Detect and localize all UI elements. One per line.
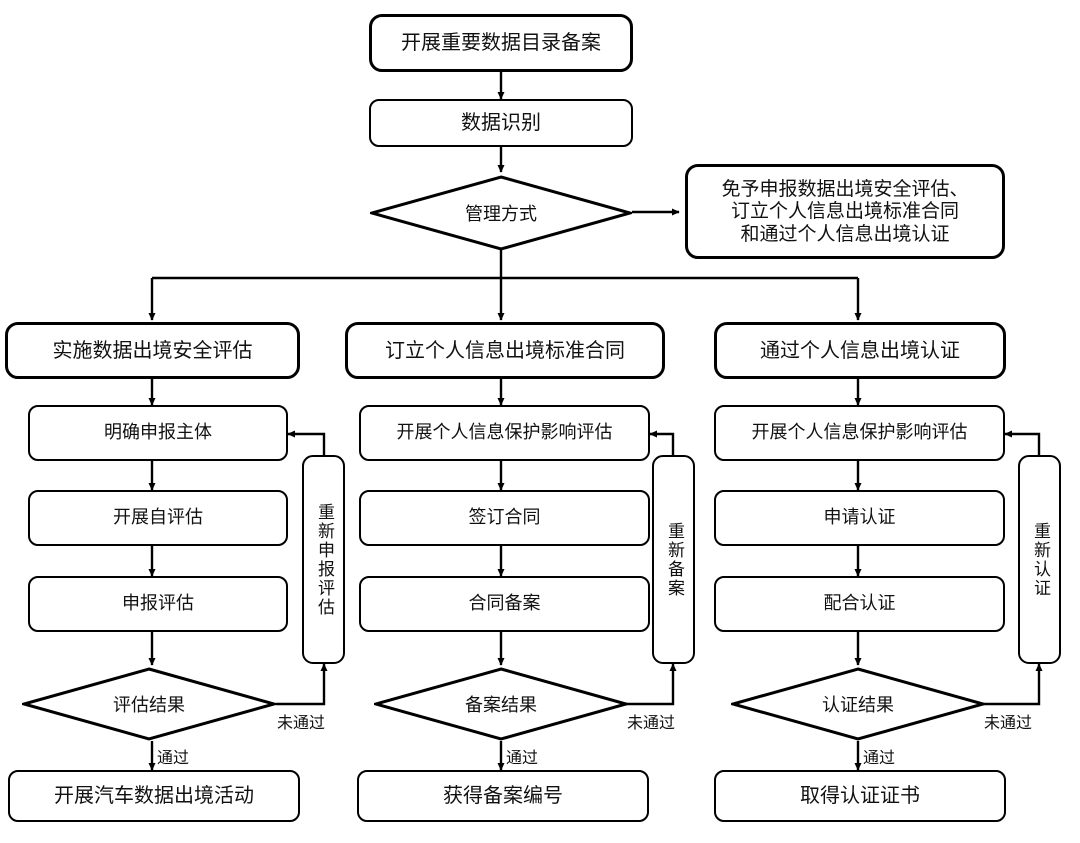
result-box-c1[interactable]: 开展汽车数据出境活动 — [8, 770, 300, 822]
edge-label-c2-pass: 通过 — [506, 748, 539, 767]
decision-c2-filing-result[interactable]: 备案结果 — [374, 667, 628, 741]
edge-label-c3-fail: 未通过 — [984, 713, 1033, 732]
decision-label: 备案结果 — [465, 695, 537, 716]
loop-box-c2-refile[interactable]: 重新备案 — [652, 455, 695, 664]
step-box-c1-s1[interactable]: 明确申报主体 — [28, 405, 288, 461]
column-header-security-assessment[interactable]: 实施数据出境安全评估 — [5, 322, 300, 379]
step-box-c3-s2[interactable]: 申请认证 — [714, 490, 1005, 546]
decision-c1-assessment-result[interactable]: 评估结果 — [22, 667, 276, 741]
step-box-c2-s3[interactable]: 合同备案 — [359, 576, 650, 632]
diamond-shape — [731, 667, 985, 741]
loop-box-c1-reapply[interactable]: 重新申报评估 — [302, 455, 345, 664]
edge-label-c2-fail: 未通过 — [627, 713, 676, 732]
edge-label-c3-pass: 通过 — [863, 748, 896, 767]
decision-label: 认证结果 — [822, 695, 894, 716]
column-header-standard-contract[interactable]: 订立个人信息出境标准合同 — [345, 322, 665, 379]
step-box-c1-s2[interactable]: 开展自评估 — [28, 490, 288, 546]
edge-label-c1-fail: 未通过 — [277, 713, 326, 732]
step-box-c2-s1[interactable]: 开展个人信息保护影响评估 — [359, 405, 650, 461]
exemption-box[interactable]: 免予申报数据出境安全评估、 订立个人信息出境标准合同 和通过个人信息出境认证 — [685, 164, 1005, 259]
result-box-c3[interactable]: 取得认证证书 — [714, 770, 1006, 822]
column-header-certification[interactable]: 通过个人信息出境认证 — [714, 322, 1006, 379]
start-box-important-data-catalog[interactable]: 开展重要数据目录备案 — [369, 14, 633, 72]
decision-management-method[interactable]: 管理方式 — [370, 175, 632, 251]
edge-label-c1-pass: 通过 — [157, 748, 190, 767]
diamond-shape — [22, 667, 276, 741]
step-box-c1-s3[interactable]: 申报评估 — [28, 576, 288, 632]
decision-c3-certification-result[interactable]: 认证结果 — [731, 667, 985, 741]
step-box-c3-s3[interactable]: 配合认证 — [714, 576, 1005, 632]
result-box-c2[interactable]: 获得备案编号 — [357, 770, 649, 822]
diamond-shape — [370, 175, 632, 251]
step-box-c3-s1[interactable]: 开展个人信息保护影响评估 — [714, 405, 1005, 461]
decision-label: 管理方式 — [465, 204, 537, 225]
diamond-shape — [374, 667, 628, 741]
decision-label: 评估结果 — [113, 695, 185, 716]
step-box-c2-s2[interactable]: 签订合同 — [359, 490, 650, 546]
process-box-data-identification[interactable]: 数据识别 — [369, 99, 633, 147]
loop-box-c3-recertify[interactable]: 重新认证 — [1018, 455, 1061, 664]
